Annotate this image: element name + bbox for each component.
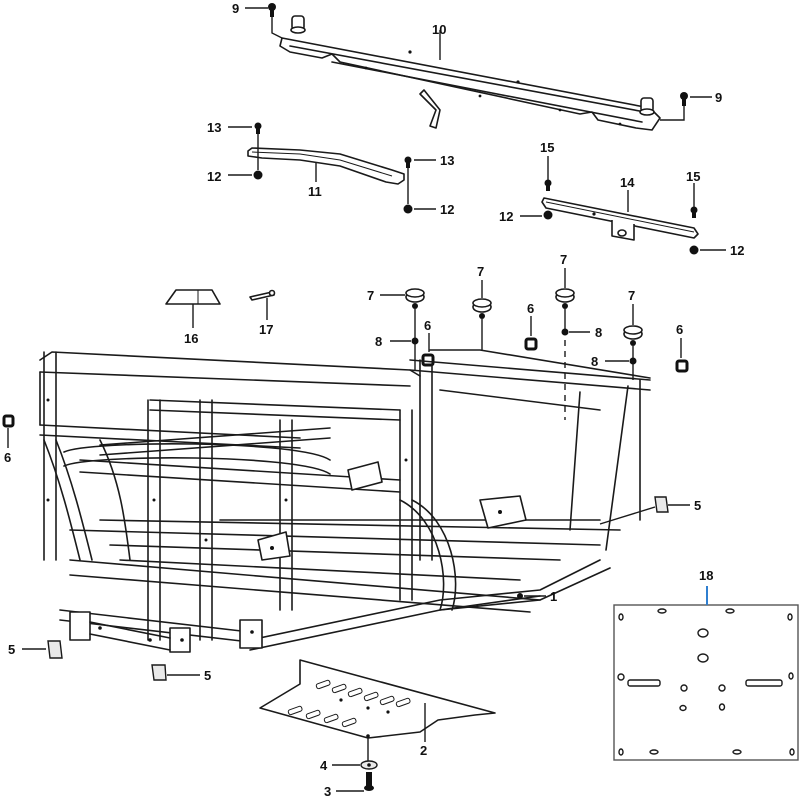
- callout-16: 16: [184, 331, 198, 346]
- callout-7a: 7: [367, 288, 374, 303]
- part-1-main-frame[interactable]: [39, 349, 651, 653]
- part-9-bolt-right[interactable]: [680, 92, 688, 106]
- callout-8c: 8: [591, 354, 598, 369]
- callout-2: 2: [420, 743, 427, 758]
- callout-8a: 8: [375, 334, 382, 349]
- callout-6b: 6: [527, 301, 534, 316]
- callout-12d: 12: [730, 243, 744, 258]
- part-7-grommet-a[interactable]: [405, 288, 425, 303]
- callout-13a: 13: [207, 120, 221, 135]
- callout-12a: 12: [207, 169, 221, 184]
- callout-13b: 13: [440, 153, 454, 168]
- part-13-bolt-b[interactable]: [404, 156, 412, 169]
- callout-4: 4: [320, 758, 328, 773]
- callout-12b: 12: [440, 202, 454, 217]
- callout-9a: 9: [232, 1, 239, 16]
- callout-5c: 5: [204, 668, 211, 683]
- callout-18: 18: [699, 568, 713, 583]
- callout-1: 1: [550, 589, 557, 604]
- part-6-pad-c[interactable]: [675, 359, 689, 373]
- part-12-nut-b[interactable]: [403, 204, 413, 214]
- callout-8b: 8: [595, 325, 602, 340]
- part-7-grommet-b[interactable]: [472, 298, 492, 313]
- part-12-nut-a[interactable]: [253, 170, 263, 180]
- callout-7d: 7: [628, 288, 635, 303]
- part-2-skid-plate[interactable]: [259, 659, 496, 739]
- part-13-bolt-a[interactable]: [254, 122, 262, 135]
- part-5-pad-a[interactable]: [654, 496, 669, 513]
- part-8-washer-a[interactable]: [411, 337, 419, 345]
- part-7-grommet-c[interactable]: [555, 288, 575, 303]
- callout-11: 11: [308, 184, 322, 199]
- part-18-mounting-plate[interactable]: [613, 604, 799, 761]
- part-5-pad-b[interactable]: [47, 640, 63, 659]
- part-12-nut-c[interactable]: [543, 210, 553, 220]
- callout-17: 17: [259, 322, 273, 337]
- part-6-pad-d[interactable]: [2, 414, 15, 428]
- callout-14: 14: [620, 175, 635, 190]
- callout-5a: 5: [694, 498, 701, 513]
- callout-6c: 6: [676, 322, 683, 337]
- callout-7b: 7: [477, 264, 484, 279]
- part-9-bolt-left[interactable]: [268, 3, 276, 17]
- callout-15b: 15: [686, 169, 700, 184]
- part-4-washer[interactable]: [360, 760, 378, 770]
- callout-12c: 12: [499, 209, 513, 224]
- part-6-pad-b[interactable]: [524, 337, 538, 351]
- callout-6a: 6: [424, 318, 431, 333]
- callout-5b: 5: [8, 642, 15, 657]
- part-11-curved-bar[interactable]: [247, 147, 405, 185]
- callout-7c: 7: [560, 252, 567, 267]
- part-5-pad-c[interactable]: [151, 664, 167, 681]
- part-8-washer-c[interactable]: [629, 357, 637, 365]
- part-14-small-bar[interactable]: [541, 197, 699, 241]
- part-3-bolt[interactable]: [364, 772, 374, 791]
- callout-9b: 9: [715, 90, 722, 105]
- callout-15a: 15: [540, 140, 554, 155]
- part-10-upper-crossbeam[interactable]: [279, 15, 661, 131]
- part-8-washer-b[interactable]: [561, 328, 569, 336]
- part-15-bolt-b[interactable]: [690, 206, 698, 219]
- part-17-clip[interactable]: [249, 289, 276, 301]
- part-15-bolt-a[interactable]: [544, 179, 552, 192]
- part-12-nut-d[interactable]: [689, 245, 699, 255]
- part-16-bracket[interactable]: [165, 289, 221, 305]
- callout-labels: 9 9 10 13 13 12 12 11 15 15 14 12 12 16 …: [4, 1, 744, 799]
- part-7-grommet-d[interactable]: [623, 325, 643, 340]
- callout-6d: 6: [4, 450, 11, 465]
- callout-3: 3: [324, 784, 331, 799]
- callout-10: 10: [432, 22, 446, 37]
